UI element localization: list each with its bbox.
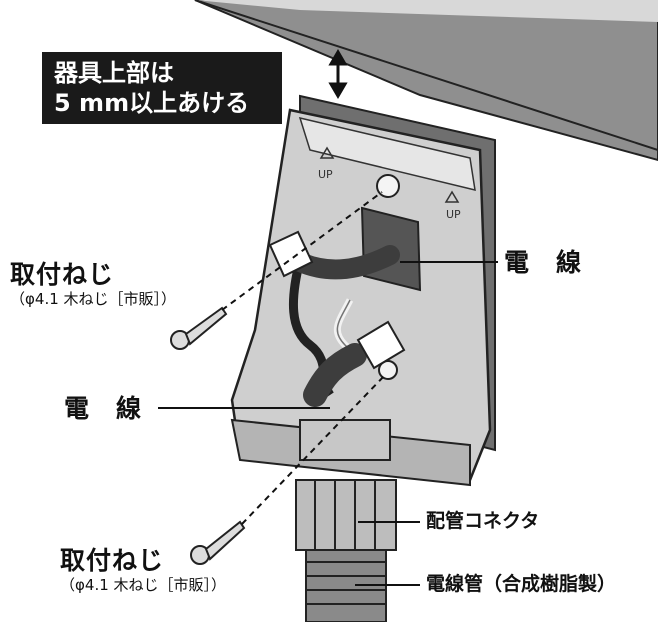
- screw-bottom: [190, 520, 246, 565]
- callout-line-2: 5 mm以上あける: [54, 89, 250, 117]
- cable-upper: [290, 245, 400, 280]
- pipe-connector-label: 配管コネクタ: [426, 510, 540, 532]
- conduit-label: 電線管（合成樹脂製）: [426, 573, 617, 595]
- screw-bottom-spec: （φ4.1 木ねじ［市販］）: [60, 576, 227, 594]
- screw-top: [170, 306, 228, 350]
- up-mark-right: [444, 190, 460, 203]
- screw-hole-bottom: [378, 360, 398, 380]
- wire-left-label: 電 線: [64, 394, 143, 423]
- pipe-connector-body: [295, 419, 397, 551]
- up-text-right: UP: [446, 208, 461, 221]
- guide-line-top: [221, 191, 383, 311]
- screw-hole-top: [376, 174, 400, 198]
- screw-top-title: 取付ねじ: [10, 260, 115, 289]
- gap-callout: 器具上部は 5 mm以上あける: [42, 52, 282, 124]
- callout-line-1: 器具上部は: [54, 59, 174, 87]
- screw-top-spec: （φ4.1 木ねじ［市販］）: [10, 290, 177, 308]
- screw-bottom-title: 取付ねじ: [60, 546, 165, 575]
- connector-lower: [356, 320, 406, 370]
- connector-upper: [268, 230, 314, 278]
- wire-right-label: 電 線: [504, 248, 583, 277]
- gap-arrow: [328, 49, 348, 99]
- up-text-left: UP: [318, 168, 333, 181]
- cable-lower: [303, 343, 367, 407]
- guide-line-bottom: [241, 373, 387, 525]
- up-mark-left: [319, 146, 335, 159]
